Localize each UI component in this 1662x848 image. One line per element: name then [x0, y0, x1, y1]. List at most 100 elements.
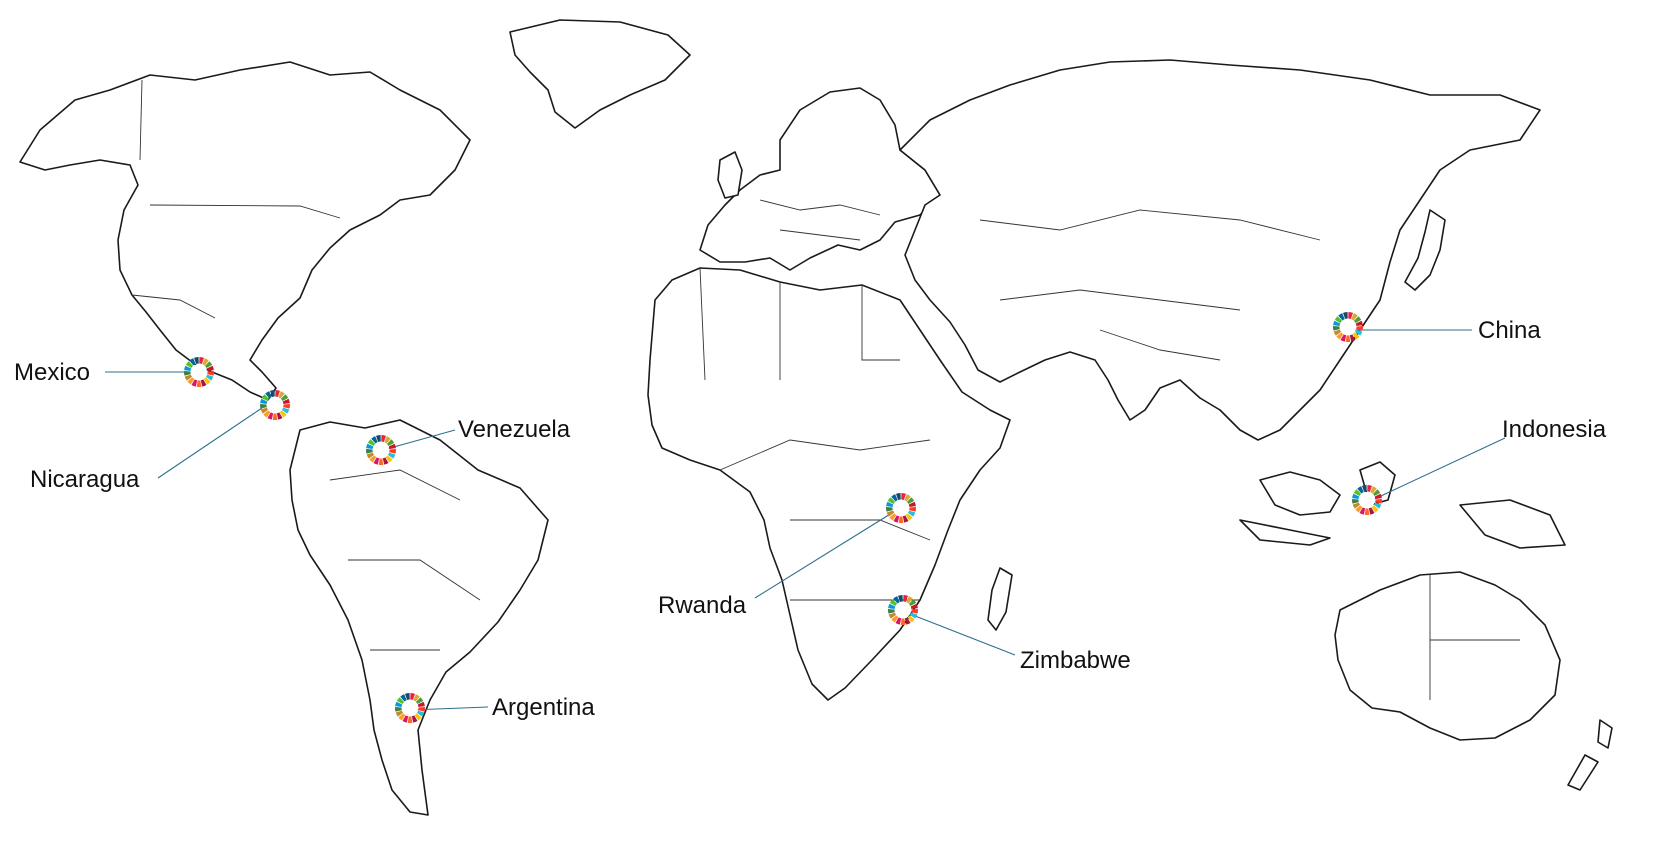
sdg-wheel-segment: [908, 599, 917, 606]
sdg-wheel-segment: [1355, 320, 1363, 326]
asia: [899, 59, 1541, 441]
sdg-wheel-segment: [904, 617, 911, 625]
sdg-wheel-segment: [1333, 326, 1340, 331]
sdg-wheel-segment: [1333, 320, 1341, 326]
sdg-wheel-center: [895, 602, 911, 618]
sdg-wheel-segment: [888, 609, 895, 614]
sdg-wheel-segment: [382, 457, 389, 465]
sdg-wheel-segment: [908, 501, 916, 507]
sdg-wheel-segment: [416, 710, 425, 717]
label-nicaragua: Nicaragua: [30, 466, 140, 493]
sdg-wheel-segment: [203, 377, 211, 385]
sdg-wheel-segment: [272, 413, 278, 420]
sdg-wheel-segment: [898, 595, 903, 602]
new-zealand: [1567, 719, 1613, 791]
usa-canada-border: [149, 204, 341, 219]
sdg-wheel-segment: [369, 455, 377, 463]
sdg-wheel-segment: [893, 596, 900, 604]
sdg-wheel-segment: [1349, 334, 1356, 342]
sdg-wheel-segment: [895, 617, 902, 625]
sdg-wheel-segment: [411, 715, 418, 723]
label-rwanda: Rwanda: [658, 592, 747, 619]
indonesia-islands: [1239, 461, 1566, 549]
sdg-wheel-segment: [910, 603, 918, 609]
sdg-wheel-segment: [1355, 505, 1363, 513]
sdg-wheel-segment: [189, 358, 196, 366]
sdg-wheel-segment: [395, 701, 403, 707]
sdg-wheel-segment: [278, 391, 285, 399]
sdg-wheel-segment: [184, 371, 191, 376]
sdg-wheel-segment: [260, 407, 269, 414]
sdg-wheel-segment: [187, 377, 195, 385]
sdg-wheel-segment: [384, 436, 391, 444]
sdg-wheel-segment: [276, 412, 283, 420]
sdg-wheel-segment: [207, 371, 214, 376]
sdg-wheel-venezuela[interactable]: [366, 435, 396, 465]
sdg-wheel-segment: [891, 494, 898, 502]
sdg-wheel-segment: [1352, 332, 1360, 340]
sdg-wheel-segment: [279, 410, 287, 418]
sdg-wheel-segment: [385, 455, 393, 463]
sdg-wheel-segment: [260, 404, 267, 409]
sdg-wheel-segment: [184, 365, 192, 371]
sdg-wheel-center: [1340, 319, 1356, 335]
label-indonesia: Indonesia: [1502, 416, 1607, 443]
sdg-wheel-segment: [205, 374, 214, 381]
country-borders: [131, 79, 1520, 700]
sdg-wheel-segment: [1356, 326, 1363, 331]
south-america-borders: [329, 469, 481, 651]
sdg-wheel-segment: [1338, 313, 1345, 321]
leader-zimbabwe: [904, 611, 1016, 656]
sdg-wheel-segment: [400, 694, 407, 702]
sdg-wheel-indonesia[interactable]: [1352, 485, 1382, 515]
sdg-wheel-rwanda[interactable]: [886, 493, 916, 523]
sdg-wheel-segment: [196, 380, 202, 387]
asia-borders: [979, 209, 1321, 361]
sdg-wheel-segment: [417, 701, 425, 707]
sdg-wheel-nicaragua[interactable]: [260, 390, 290, 420]
label-zimbabwe: Zimbabwe: [1020, 647, 1131, 674]
sdg-wheel-segment: [1372, 489, 1381, 496]
sdg-wheel-argentina[interactable]: [395, 693, 425, 723]
sdg-wheel-segment: [906, 596, 913, 604]
sdg-wheel-segment: [396, 697, 405, 704]
sdg-wheel-segment: [906, 497, 915, 504]
label-china: China: [1478, 317, 1541, 344]
sdg-wheel-segment: [275, 390, 280, 397]
sdg-wheel-segment: [202, 358, 209, 366]
sdg-wheel-segment: [371, 436, 378, 444]
sdg-wheel-segment: [1352, 493, 1360, 499]
sdg-wheel-segment: [386, 439, 395, 446]
sdg-wheel-segment: [886, 510, 895, 517]
sdg-wheel-segment: [367, 439, 376, 446]
sdg-wheel-segment: [366, 452, 375, 459]
sdg-wheel-segment: [414, 713, 422, 721]
sdg-wheel-segment: [1343, 312, 1348, 319]
sdg-wheel-china[interactable]: [1333, 312, 1363, 342]
sdg-wheel-segment: [413, 694, 420, 702]
australia-borders: [1429, 575, 1520, 700]
sdg-wheel-zimbabwe[interactable]: [888, 595, 918, 625]
sdg-wheel-segment: [1333, 329, 1342, 336]
sdg-wheel-segment: [381, 435, 386, 442]
sdg-wheel-segment: [415, 697, 424, 704]
sdg-wheel-segment: [1345, 335, 1351, 342]
north-america: [19, 61, 471, 401]
sdg-wheel-segment: [1373, 502, 1382, 509]
sdg-wheel-segment: [902, 515, 909, 523]
sdg-wheel-segment: [1357, 486, 1364, 494]
country-labels: Mexico Nicaragua Venezuela Argentina Rwa…: [14, 317, 1607, 721]
sdg-wheel-segment: [888, 603, 896, 609]
sdg-wheel-segment: [263, 410, 271, 418]
sdg-wheel-segment: [402, 715, 409, 723]
sdg-wheel-segment: [204, 361, 213, 368]
sdg-wheel-segment: [387, 452, 396, 459]
sdg-wheel-segment: [1354, 329, 1363, 336]
south-america: [289, 419, 549, 816]
sdg-wheel-segment: [206, 365, 214, 371]
sdg-wheel-segment: [1362, 485, 1367, 492]
sdg-wheel-mexico[interactable]: [184, 357, 214, 387]
sdg-wheel-segment: [886, 507, 893, 512]
sdg-wheel-segment: [265, 391, 272, 399]
sdg-wheel-segment: [261, 394, 270, 401]
